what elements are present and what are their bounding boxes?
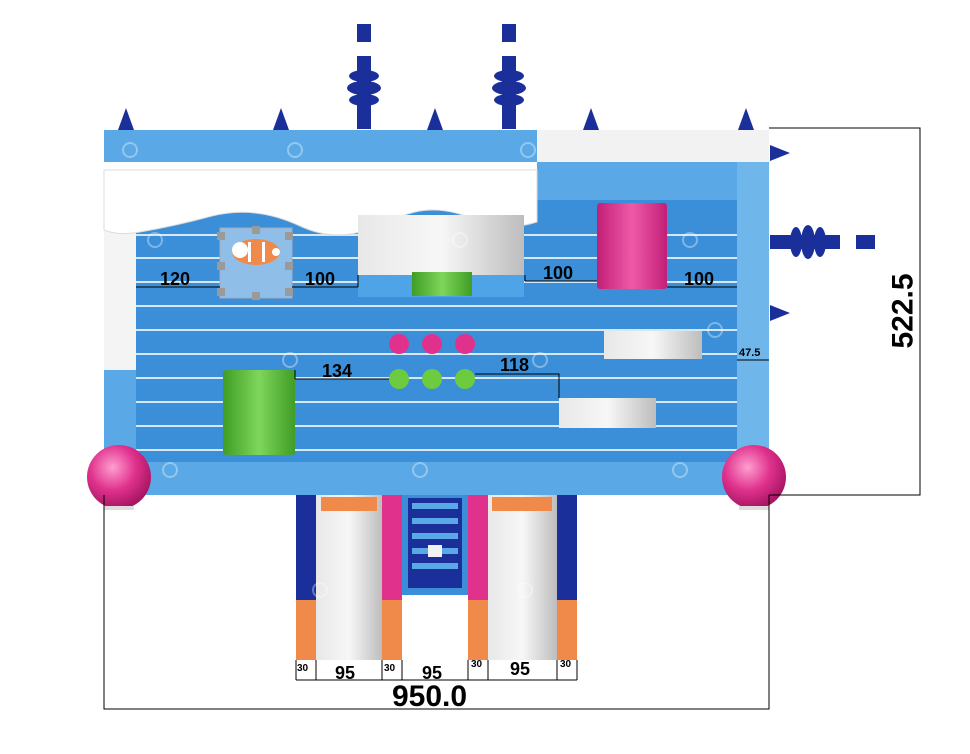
slide-section xyxy=(296,495,577,660)
top-pillar-left xyxy=(347,24,381,129)
dim-total-width: 950.0 xyxy=(392,680,468,713)
right-wall xyxy=(737,162,769,462)
dim-slide-wall-1: 30 xyxy=(297,663,309,674)
grey-ramp-bottom xyxy=(559,398,656,428)
grey-ramp-top xyxy=(604,331,702,359)
top-spikes xyxy=(118,108,754,130)
right-spikes xyxy=(770,145,790,321)
dim-slide-lane-2: 95 xyxy=(422,663,443,683)
dim-lane-left: 120 xyxy=(160,269,191,289)
dim-slide-wall-2: 30 xyxy=(384,663,396,674)
dim-slide-lane-1: 95 xyxy=(335,663,356,683)
dim-lane-mid-right: 100 xyxy=(543,263,574,283)
dim-total-depth: 522.5 xyxy=(886,273,920,349)
pink-roller-obstacle xyxy=(597,203,667,289)
dot-obstacles xyxy=(389,334,475,389)
attro-watermark-icon xyxy=(122,142,723,598)
dim-lane-right: 100 xyxy=(684,269,715,289)
dimension-lines xyxy=(103,127,921,710)
small-green-block xyxy=(412,272,472,296)
dim-dots-to-ramp: 118 xyxy=(500,355,530,375)
top-wall xyxy=(104,130,537,168)
green-roller-obstacle xyxy=(223,370,295,455)
dim-slide-wall-4: 30 xyxy=(560,659,572,670)
dim-slide-lane-3: 95 xyxy=(510,659,531,679)
dim-side-gap: 47.5 xyxy=(739,347,761,359)
top-white-stripe xyxy=(104,162,537,170)
top-pillar-right xyxy=(492,24,526,129)
corner-ball-left xyxy=(87,445,151,510)
bottom-wall xyxy=(104,462,769,495)
dim-lane-mid-left: 100 xyxy=(305,269,336,289)
tunnel-tube xyxy=(358,215,524,275)
corner-ball-right xyxy=(722,445,786,510)
top-wall-white-right xyxy=(537,130,769,162)
tiger-figure-icon xyxy=(232,239,280,265)
dim-slide-wall-3: 30 xyxy=(471,659,483,670)
tiger-cage xyxy=(217,226,293,300)
dim-green-to-dots: 134 xyxy=(322,361,353,381)
right-pillar xyxy=(770,225,875,259)
